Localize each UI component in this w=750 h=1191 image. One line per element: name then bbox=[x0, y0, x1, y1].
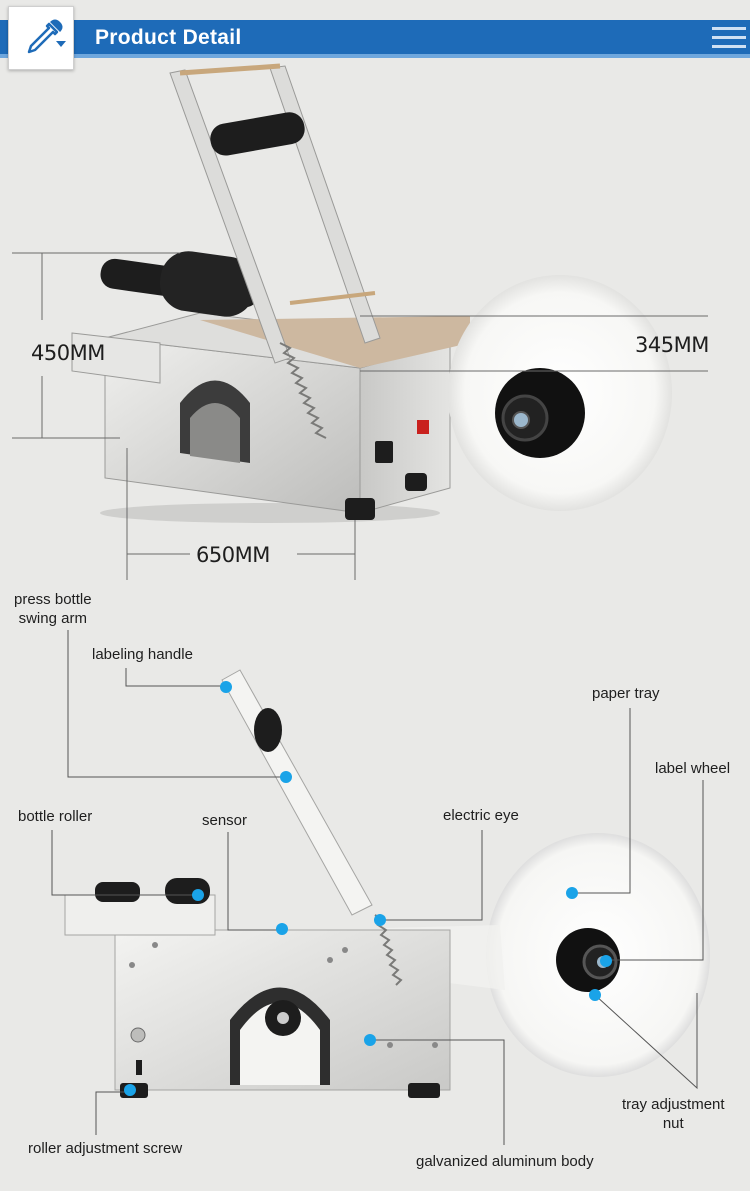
machine-parts-photo bbox=[51, 630, 710, 1145]
callout-press-bottle-swing-arm: press bottle swing arm bbox=[14, 590, 92, 628]
eyedropper-button[interactable] bbox=[8, 6, 74, 70]
callout-label: tray adjustment nut bbox=[622, 1096, 725, 1132]
callout-bottle-roller: bottle roller bbox=[18, 808, 93, 825]
eyedropper-icon bbox=[27, 19, 66, 54]
depth-dimension: 345MM bbox=[635, 333, 709, 357]
callout-label-wheel: label wheel bbox=[655, 760, 731, 777]
callout-sensor: sensor bbox=[202, 812, 248, 829]
page-title: Product Detail bbox=[95, 26, 242, 49]
header-underline bbox=[0, 54, 750, 58]
height-dimension: 450MM bbox=[31, 341, 105, 365]
hamburger-menu-icon[interactable] bbox=[712, 27, 746, 49]
callout-tray-adjustment-nut: tray adjustment nut bbox=[622, 1095, 725, 1133]
callout-galvanized-aluminum-body: galvanized aluminum body bbox=[416, 1153, 594, 1170]
callout-labeling-handle: labeling handle bbox=[92, 646, 193, 663]
callout-roller-adjustment-screw: roller adjustment screw bbox=[28, 1140, 183, 1157]
callout-label: press bottle swing arm bbox=[14, 591, 92, 627]
callout-paper-tray: paper tray bbox=[592, 685, 660, 702]
machine-dimension-photo bbox=[12, 63, 708, 580]
width-dimension: 650MM bbox=[196, 543, 270, 567]
header-bar bbox=[0, 20, 750, 54]
callout-electric-eye: electric eye bbox=[443, 807, 519, 824]
